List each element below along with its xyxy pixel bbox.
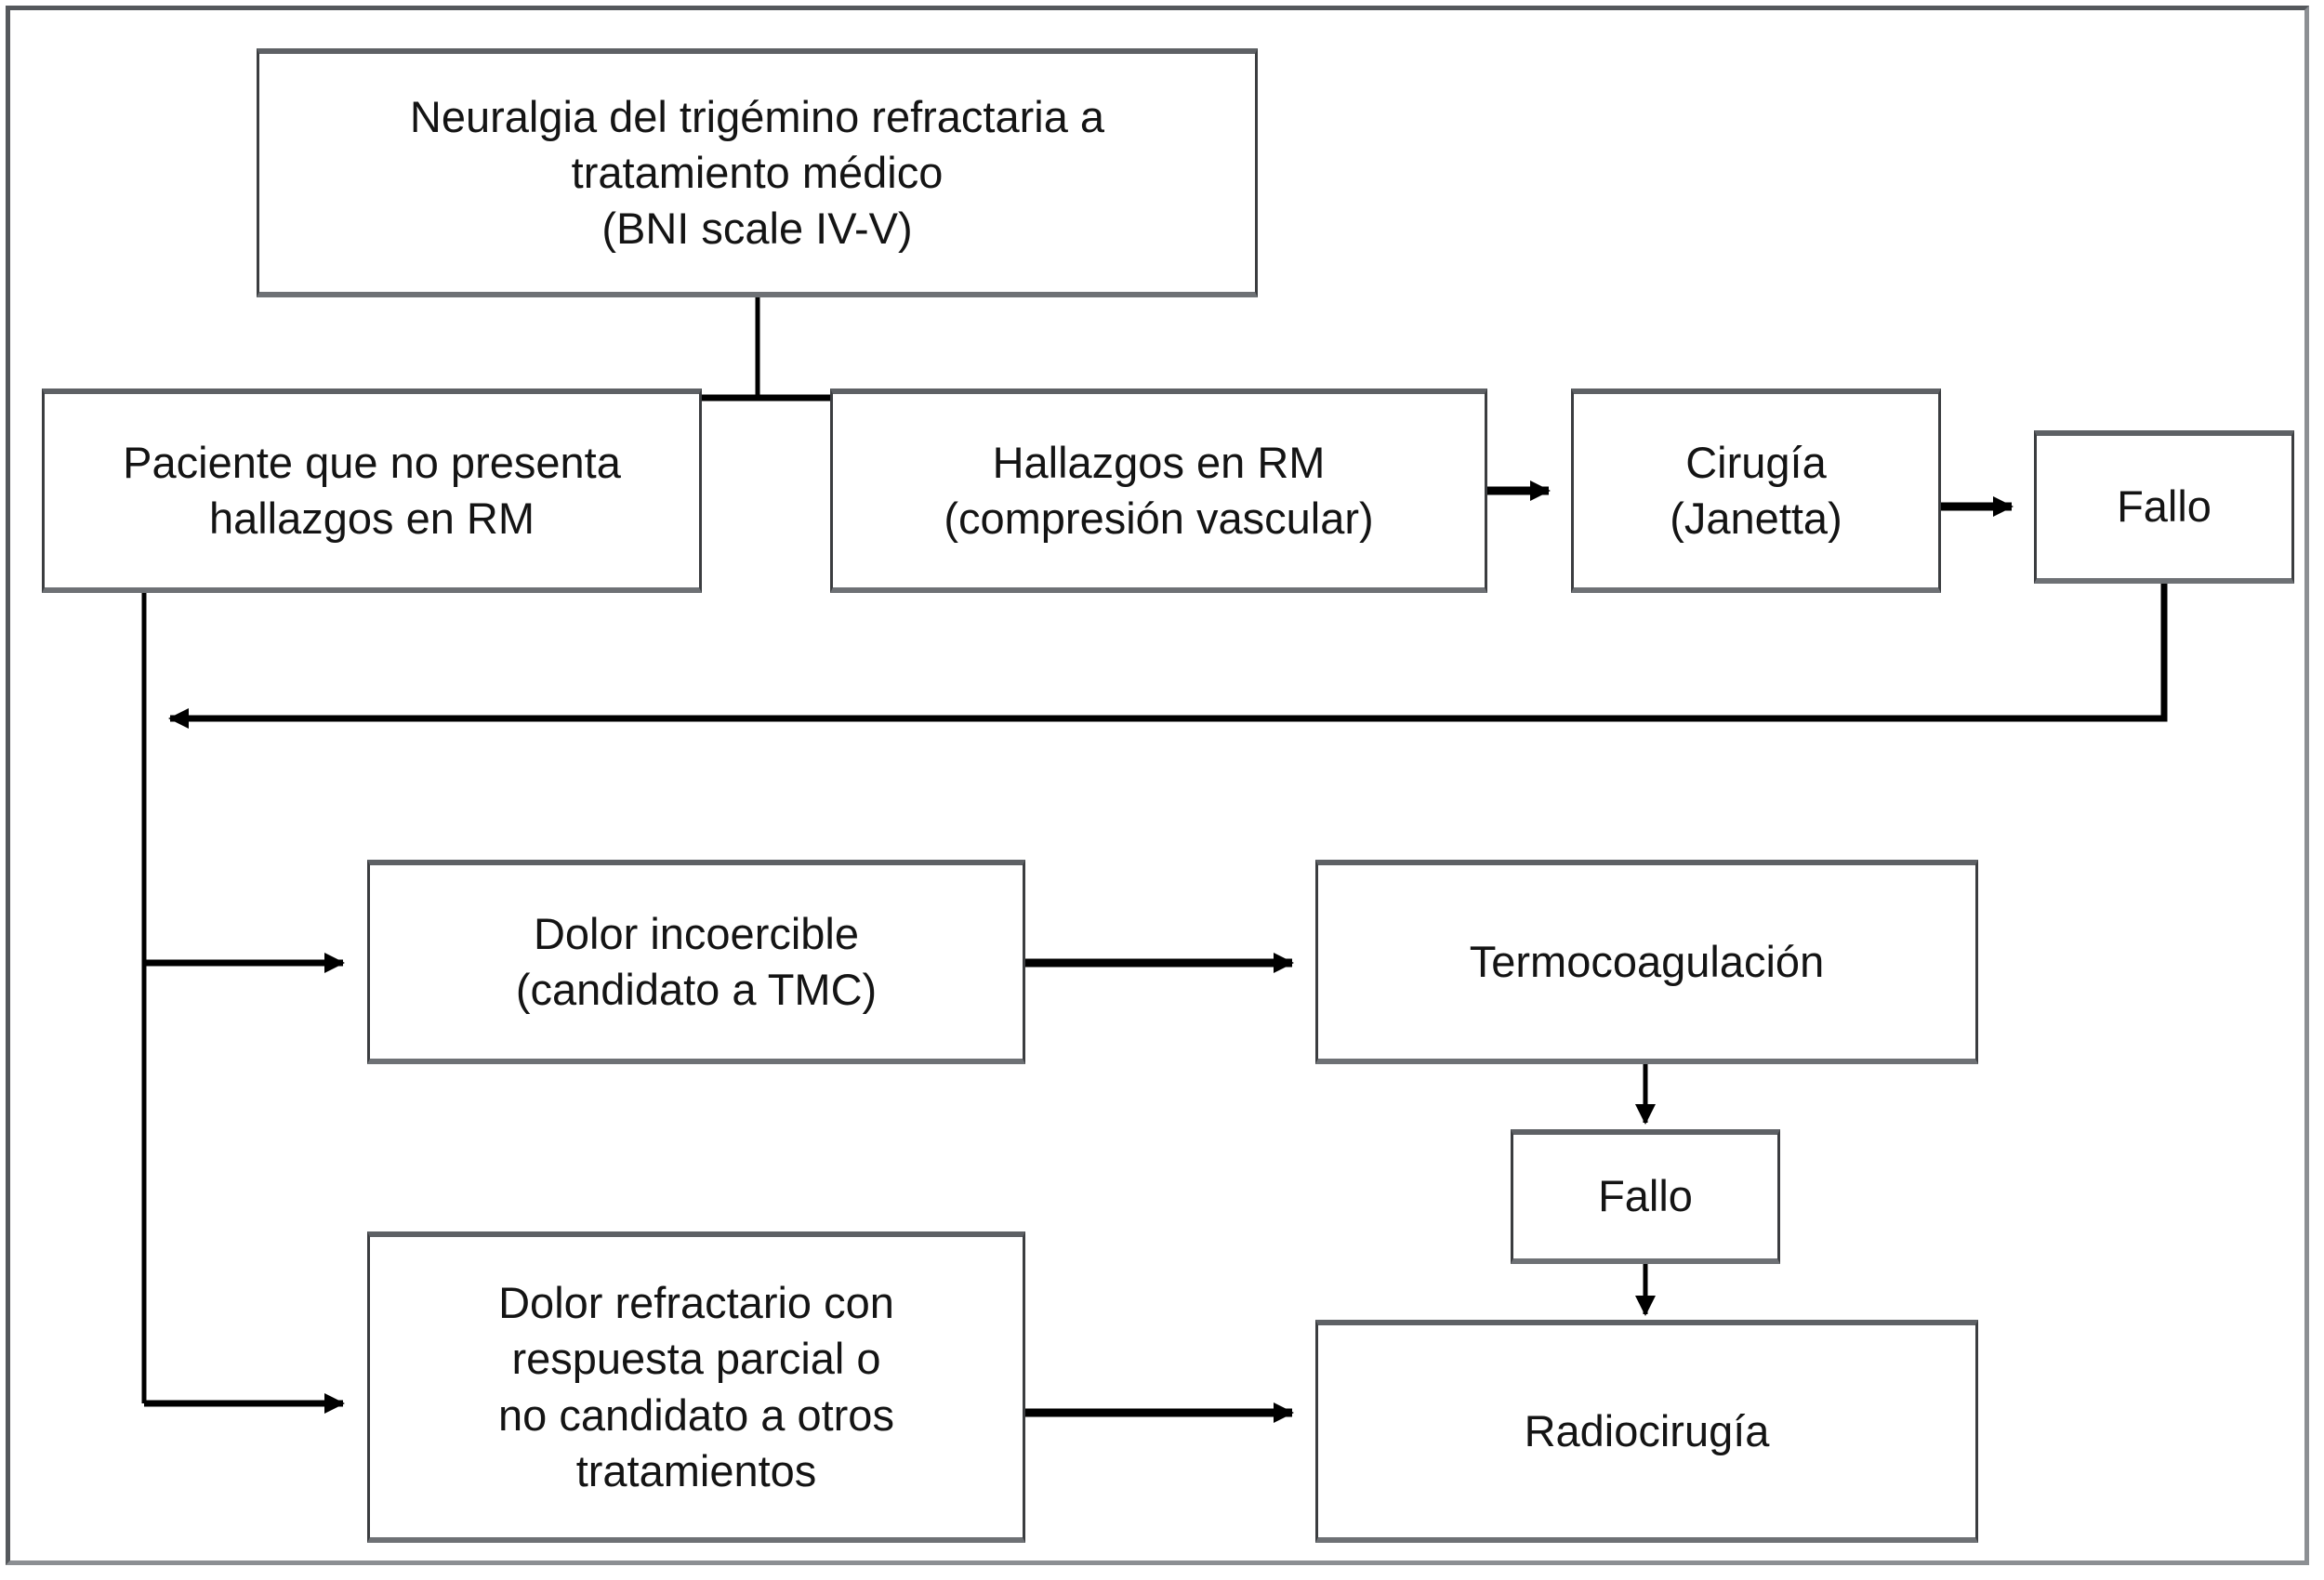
node-cirugia-janetta[interactable]: Cirugía (Janetta) bbox=[1571, 388, 1941, 593]
edge-fallo-feedback bbox=[168, 584, 2168, 729]
node-origen[interactable]: Neuralgia del trigémino refractaria a tr… bbox=[257, 48, 1258, 297]
node-hallazgos-rm[interactable]: Hallazgos en RM (compresión vascular) bbox=[830, 388, 1487, 593]
node-dolor-incoercible-label: Dolor incoercible (candidato a TMC) bbox=[515, 908, 878, 1014]
node-termocoagulacion-label: Termocoagulación bbox=[1469, 936, 1825, 986]
node-hallazgos-rm-label: Hallazgos en RM (compresión vascular) bbox=[944, 437, 1374, 543]
node-fallo-termocoagulacion-label: Fallo bbox=[1598, 1171, 1693, 1221]
node-dolor-incoercible[interactable]: Dolor incoercible (candidato a TMC) bbox=[367, 860, 1025, 1064]
node-sin-hallazgos-rm-label: Paciente que no presenta hallazgos en RM bbox=[123, 437, 621, 543]
node-fallo-cirugia[interactable]: Fallo bbox=[2034, 430, 2294, 584]
node-origen-label: Neuralgia del trigémino refractaria a tr… bbox=[409, 91, 1105, 254]
node-dolor-refractario-label: Dolor refractario con respuesta parcial … bbox=[498, 1278, 894, 1495]
node-dolor-refractario[interactable]: Dolor refractario con respuesta parcial … bbox=[367, 1231, 1025, 1543]
node-radiocirugia-label: Radiocirugía bbox=[1524, 1405, 1770, 1455]
node-termocoagulacion[interactable]: Termocoagulación bbox=[1315, 860, 1978, 1064]
node-fallo-termocoagulacion[interactable]: Fallo bbox=[1511, 1129, 1780, 1264]
edge-sin-hallazgos-spine bbox=[141, 593, 345, 1414]
node-sin-hallazgos-rm[interactable]: Paciente que no presenta hallazgos en RM bbox=[42, 388, 702, 593]
node-radiocirugia[interactable]: Radiocirugía bbox=[1315, 1320, 1978, 1543]
node-cirugia-janetta-label: Cirugía (Janetta) bbox=[1670, 437, 1842, 543]
node-fallo-cirugia-label: Fallo bbox=[2117, 481, 2212, 532]
